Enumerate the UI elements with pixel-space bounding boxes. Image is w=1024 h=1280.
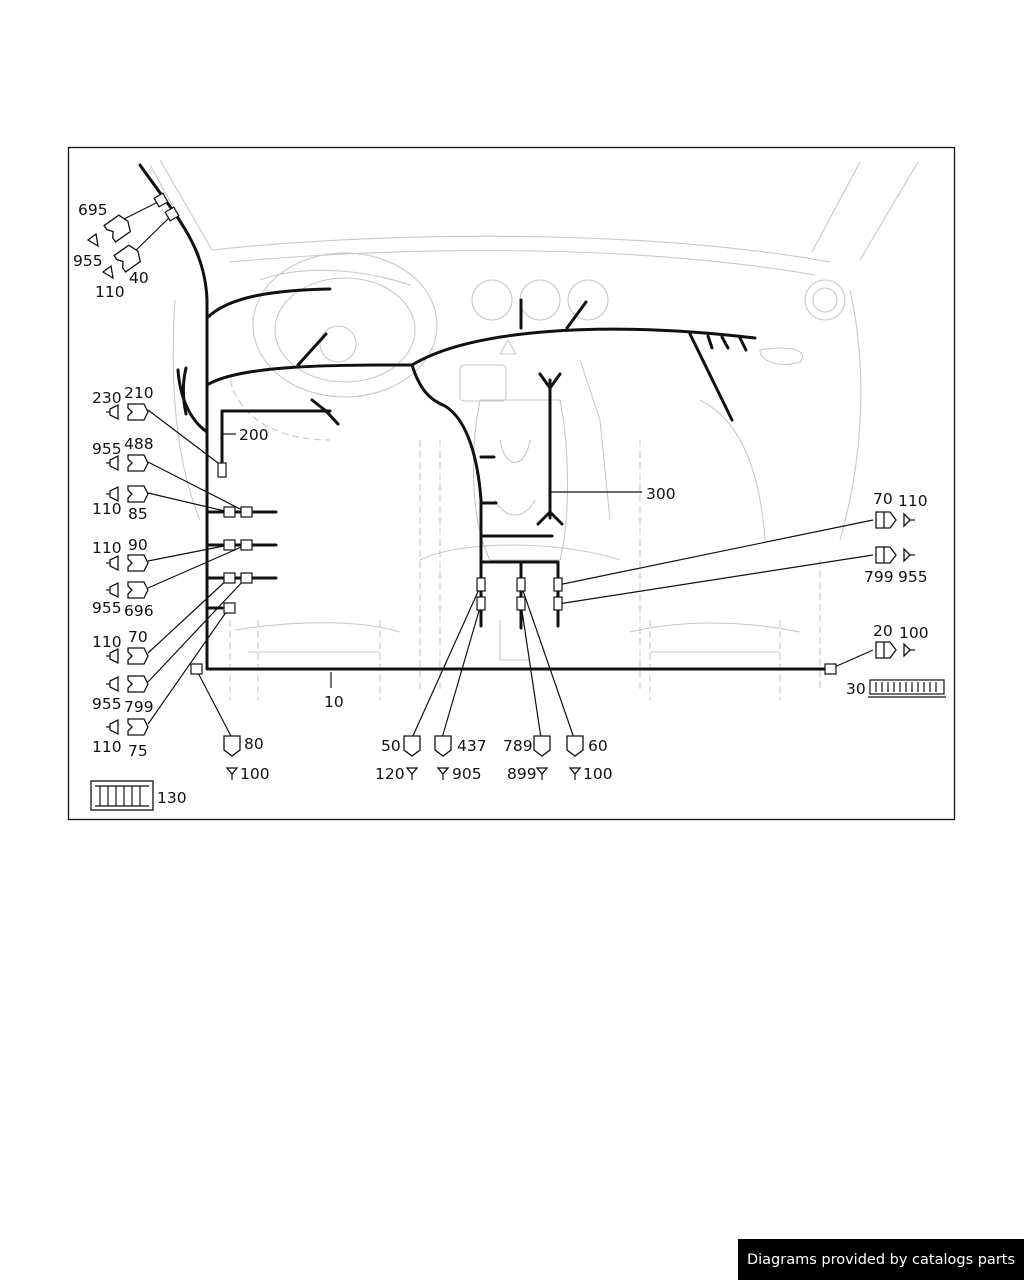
- part-label-955: 955: [898, 568, 928, 586]
- part-label-70: 70: [128, 628, 148, 646]
- part-label-130: 130: [157, 789, 187, 807]
- credit-text: Diagrams provided by catalogs parts: [746, 1251, 1016, 1268]
- part-label-110: 110: [92, 738, 122, 756]
- part-label-100: 100: [899, 624, 929, 642]
- part-label-100: 100: [583, 765, 613, 783]
- part-label-799: 799: [124, 698, 154, 716]
- credit-banner: Diagrams provided by catalogs parts: [738, 1239, 1024, 1280]
- part-label-696: 696: [124, 602, 154, 620]
- diagram-frame: [67, 146, 956, 821]
- part-label-20: 20: [873, 622, 893, 640]
- part-label-70: 70: [873, 490, 893, 508]
- fuse-block-130: [90, 780, 154, 811]
- part-label-300: 300: [646, 485, 676, 503]
- part-label-110: 110: [92, 633, 122, 651]
- dashboard-background-outline: [149, 159, 919, 700]
- part-label-955: 955: [92, 695, 122, 713]
- part-label-905: 905: [452, 765, 482, 783]
- part-label-210: 210: [124, 384, 154, 402]
- part-label-85: 85: [128, 505, 148, 523]
- part-label-110: 110: [92, 500, 122, 518]
- part-label-789: 789: [503, 737, 533, 755]
- harness-connector-boxes: [153, 192, 837, 675]
- part-label-50: 50: [381, 737, 401, 755]
- part-label-40: 40: [129, 269, 149, 287]
- part-label-30: 30: [846, 680, 866, 698]
- part-label-120: 120: [375, 765, 405, 783]
- part-number-labels: 695 955 40 110 230 210 200 955 488 110 8…: [73, 201, 929, 807]
- part-label-80: 80: [244, 735, 264, 753]
- part-label-10: 10: [324, 693, 344, 711]
- part-label-200: 200: [239, 426, 269, 444]
- part-label-899: 899: [507, 765, 537, 783]
- plug-symbols-left: [86, 214, 149, 736]
- part-label-110: 110: [92, 539, 122, 557]
- part-label-100: 100: [240, 765, 270, 783]
- part-label-955: 955: [73, 252, 103, 270]
- part-label-955: 955: [92, 440, 122, 458]
- leader-lines: [117, 199, 874, 739]
- part-label-695: 695: [78, 201, 108, 219]
- part-label-75: 75: [128, 742, 148, 760]
- part-label-110: 110: [898, 492, 928, 510]
- part-label-437: 437: [457, 737, 487, 755]
- part-label-488: 488: [124, 435, 154, 453]
- part-label-110: 110: [95, 283, 125, 301]
- part-label-955: 955: [92, 599, 122, 617]
- plug-symbols-bottom: [223, 735, 584, 780]
- part-label-799: 799: [864, 568, 894, 586]
- plug-symbols-right: [875, 511, 915, 659]
- part-label-60: 60: [588, 737, 608, 755]
- part-label-90: 90: [128, 536, 148, 554]
- part-label-230: 230: [92, 389, 122, 407]
- connector-strip-30: [868, 679, 946, 698]
